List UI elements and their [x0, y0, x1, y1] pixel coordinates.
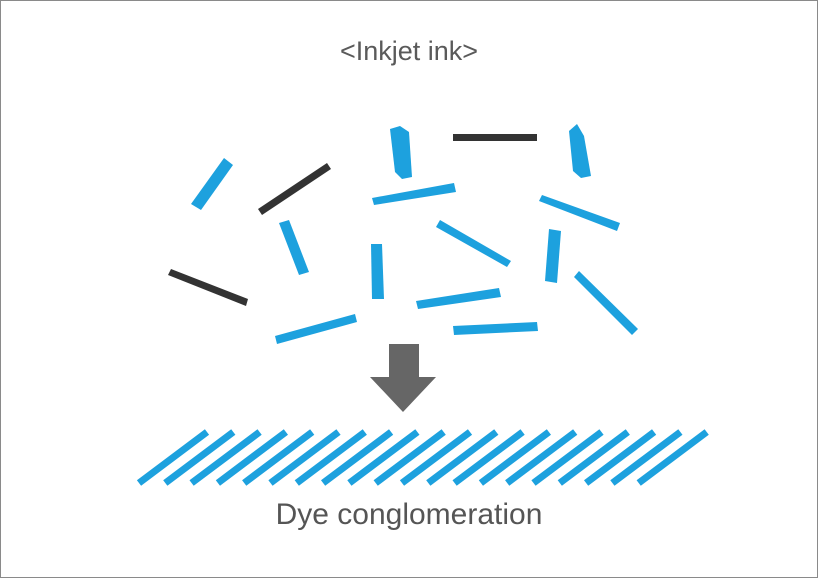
stacked-dye-molecule [373, 429, 446, 486]
dark-molecule [258, 163, 331, 215]
stacked-dye-molecule [215, 429, 288, 486]
stacked-dye-molecule [163, 429, 236, 486]
dye-molecule [545, 229, 561, 283]
dye-molecule [191, 158, 233, 210]
dye-molecule [574, 271, 638, 335]
dye-molecule [279, 220, 309, 275]
stacked-dye-molecule [478, 429, 552, 486]
dye-molecule [453, 322, 538, 335]
dye-conglomeration-stack [136, 429, 709, 486]
stacked-dye-molecule [426, 429, 499, 486]
stacked-dye-molecule [321, 429, 394, 486]
diagram-caption: Dye conglomeration [275, 498, 543, 531]
stacked-dye-molecule [136, 429, 210, 486]
dye-molecule [390, 126, 412, 179]
down-arrow-icon [370, 344, 436, 412]
dye-molecule [275, 314, 357, 344]
dye-molecule [371, 244, 384, 299]
diagram-title: <Inkjet ink> [339, 36, 479, 66]
dark-molecule [168, 269, 248, 306]
dye-molecule [372, 183, 456, 205]
dye-molecule [436, 220, 511, 267]
stacked-dye-molecule [189, 429, 262, 486]
stacked-dye-molecule [399, 429, 473, 486]
scattered-molecules [168, 124, 638, 344]
stacked-dye-molecule [636, 429, 709, 486]
stacked-dye-molecule [531, 429, 604, 486]
dark-molecule [453, 134, 537, 141]
stacked-dye-molecule [610, 429, 683, 486]
stacked-dye-molecule [557, 429, 630, 486]
dye-molecule [569, 124, 591, 178]
stacked-dye-molecule [583, 429, 657, 486]
stacked-dye-molecule [242, 429, 315, 486]
stacked-dye-molecule [347, 429, 420, 486]
dye-molecule [539, 195, 620, 231]
dye-molecule [416, 288, 501, 309]
stacked-dye-molecule [452, 429, 525, 486]
stacked-dye-molecule [268, 429, 341, 486]
stacked-dye-molecule [294, 429, 367, 486]
stacked-dye-molecule [505, 429, 578, 486]
